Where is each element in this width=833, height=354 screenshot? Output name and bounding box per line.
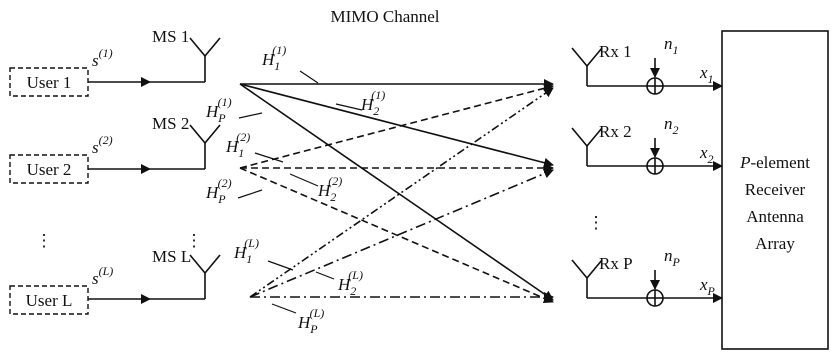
output-label: x1 [699, 63, 714, 86]
rx-label: Rx 2 [599, 122, 632, 141]
receiver-block-P [571, 259, 723, 307]
user-label: User 2 [27, 160, 72, 179]
signal-label: s(2) [92, 133, 113, 157]
diagram-title: MIMO Channel [330, 7, 439, 26]
array-line-2: Receiver [745, 180, 806, 199]
output-label: x2 [699, 143, 714, 166]
signal-label: s(1) [92, 46, 113, 70]
antenna-icon [571, 47, 603, 68]
noise-label: n2 [664, 114, 679, 137]
ms-label: MS 1 [152, 27, 189, 46]
antenna-icon [189, 254, 221, 275]
channel-path-L-2 [249, 168, 554, 298]
user-block-1: User 1 s(1) MS 1 [9, 27, 221, 97]
rx-ellipsis: ⋮ [588, 213, 605, 232]
label-leaders [237, 70, 363, 314]
array-line-3: Antenna [746, 207, 804, 226]
channel-label-2-2: H2(2) [317, 174, 342, 204]
antenna-icon [189, 124, 221, 145]
array-line-1: P-element [739, 153, 810, 172]
user-ellipsis: ⋮ [36, 231, 53, 250]
channel-path-2-1 [239, 83, 554, 169]
channel-paths [239, 79, 554, 304]
channel-path-L-1 [249, 87, 554, 298]
receiver-block-2 [571, 127, 723, 175]
antenna-icon [571, 259, 603, 280]
channel-label-1-2: H2(1) [360, 88, 385, 118]
channel-label-L-P: HP(L) [297, 306, 324, 336]
array-line-4: Array [755, 234, 795, 253]
rx-label: Rx 1 [599, 42, 632, 61]
user-label: User 1 [27, 73, 72, 92]
antenna-icon [571, 127, 603, 148]
noise-label: n1 [664, 34, 679, 57]
ms-label: MS L [152, 247, 191, 266]
ms-ellipsis: ⋮ [186, 231, 203, 250]
channel-path-1-2 [239, 83, 554, 168]
ms-label: MS 2 [152, 114, 189, 133]
receiver-block-1 [571, 47, 723, 95]
user-block-2: User 2 s(2) MS 2 [9, 114, 221, 184]
receiver-array-box [721, 30, 829, 350]
noise-label: nP [664, 246, 681, 269]
user-block-L: User L s(L) MS L [9, 247, 221, 315]
channel-label-L-1: H1(L) [233, 236, 259, 266]
channel-label-1-1: H1(1) [261, 43, 286, 73]
signal-label: s(L) [92, 264, 113, 288]
user-label: User L [26, 291, 73, 310]
output-label: xP [699, 275, 716, 298]
user-box [9, 285, 89, 315]
antenna-icon [189, 37, 221, 58]
channel-label-2-P: HP(2) [205, 176, 232, 206]
channel-label-2-1: H1(2) [225, 130, 250, 160]
rx-label: Rx P [599, 254, 633, 273]
channel-path-2-P [239, 167, 554, 304]
channel-label-1-P: HP(1) [205, 95, 232, 125]
channel-path-1-P [239, 83, 554, 301]
channel-label-L-2: H2(L) [337, 268, 363, 298]
